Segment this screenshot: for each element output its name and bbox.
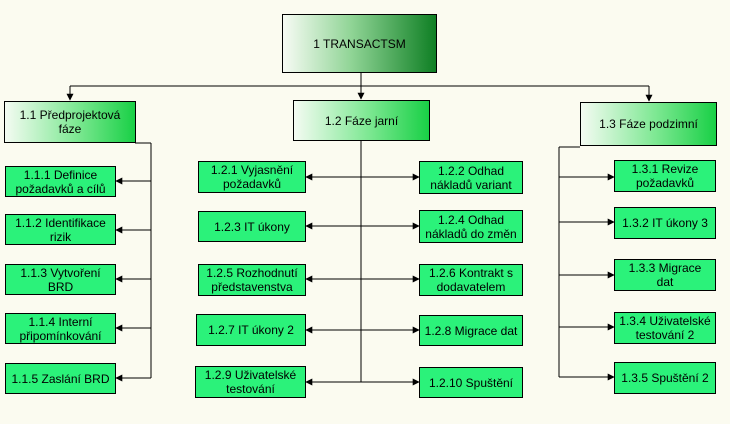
task-1-2-2: 1.2.2 Odhad nákladů variant [419, 161, 523, 194]
task-1-3-4: 1.3.4 Uživatelské testování 2 [614, 312, 716, 344]
task-1-1-1: 1.1.1 Definice požadavků a cílů [5, 166, 116, 197]
task-1-1-5: 1.1.5 Zaslání BRD [5, 363, 116, 394]
task-1-3-2: 1.3.2 IT úkony 3 [614, 207, 716, 239]
task-1-2-4: 1.2.4 Odhad nákladů do změn [419, 210, 523, 243]
phase-1-2-node: 1.2 Fáze jarní [293, 100, 430, 141]
task-1-2-7: 1.2.7 IT úkony 2 [196, 314, 306, 346]
task-1-2-8: 1.2.8 Migrace dat [419, 315, 523, 346]
task-1-1-2: 1.1.2 Identifikace rizik [5, 214, 116, 245]
root-node: 1 TRANSACTSM [282, 14, 437, 73]
task-1-3-5: 1.3.5 Spuštění 2 [614, 362, 716, 394]
task-1-2-1: 1.2.1 Vyjasnění požadavků [198, 161, 306, 193]
task-1-2-9: 1.2.9 Uživatelské testování [195, 366, 306, 398]
task-1-1-4: 1.1.4 Interní připomínkování [5, 313, 116, 344]
task-1-2-3: 1.2.3 IT úkony [198, 211, 306, 242]
task-1-3-3: 1.3.3 Migrace dat [614, 259, 716, 291]
task-1-3-1: 1.3.1 Revize požadavků [614, 160, 716, 192]
task-1-2-5: 1.2.5 Rozhodnutí představenstva [198, 264, 306, 296]
task-1-1-3: 1.1.3 Vytvoření BRD [5, 264, 116, 295]
phase-1-3-node: 1.3 Fáze podzimní [580, 102, 717, 146]
task-1-2-10: 1.2.10 Spuštění [419, 367, 523, 398]
phase-1-1-node: 1.1 Předprojektová fáze [4, 101, 136, 143]
task-1-2-6: 1.2.6 Kontrakt s dodavatelem [419, 264, 523, 296]
